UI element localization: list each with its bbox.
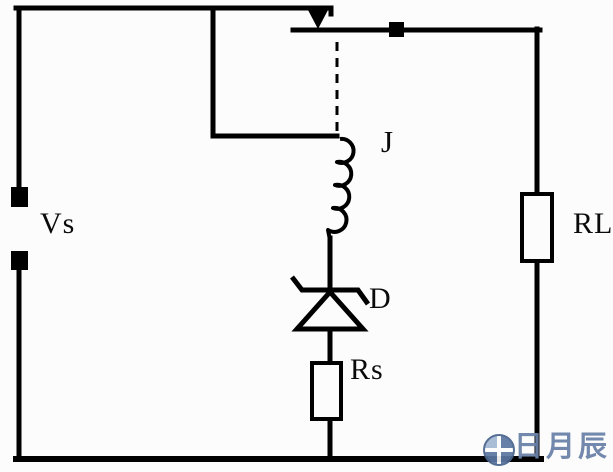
relay-coil-icon xyxy=(326,136,356,241)
source-terminal-bottom xyxy=(11,251,28,270)
resistor-rl-body xyxy=(520,192,554,263)
switch-arrow-icon xyxy=(308,10,328,29)
label-source-vs: Vs xyxy=(40,207,76,240)
label-resistor-rl: RL xyxy=(573,207,613,240)
label-resistor-rs: Rs xyxy=(350,353,384,386)
resistor-rs-body xyxy=(310,361,343,421)
diode-triangle-icon xyxy=(291,288,369,332)
label-relay-coil-j: J xyxy=(381,124,395,159)
watermark-text: 日月辰 xyxy=(514,431,611,463)
connection-node xyxy=(389,22,404,37)
watermark-logo-icon xyxy=(483,434,515,466)
source-terminal-top xyxy=(11,187,28,207)
label-diode-d: D xyxy=(369,282,392,315)
